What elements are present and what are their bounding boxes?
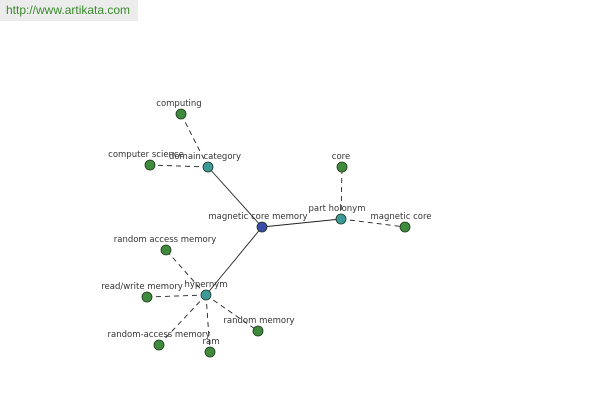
relation-label-part-holonym: part holonym xyxy=(309,204,366,214)
term-node-random-memory-icon[interactable] xyxy=(252,325,264,337)
term-node-read-write-memory-icon[interactable] xyxy=(141,291,153,303)
edge-hypernym-random-access-memory-1 xyxy=(165,249,207,296)
term-node-magnetic-core-icon[interactable] xyxy=(399,221,411,233)
term-label-ram: ram xyxy=(203,337,220,347)
edge-domain-category-computer-science xyxy=(149,164,209,168)
term-node-core-icon[interactable] xyxy=(336,161,348,173)
term-label-read-write-memory: read/write memory xyxy=(101,282,183,292)
relation-node-part-holonym-icon[interactable] xyxy=(335,213,347,225)
edge-hypernym-read-write-memory xyxy=(146,294,207,298)
source-link[interactable]: http://www.artikata.com xyxy=(6,3,131,17)
edge-part-holonym xyxy=(261,218,342,228)
center-node-magnetic-core-memory-icon[interactable] xyxy=(256,221,268,233)
term-label-random-access-memory-1: random access memory xyxy=(114,235,217,245)
center-label-magnetic-core-memory: magnetic core memory xyxy=(208,212,307,222)
relation-label-hypernym: hypernym xyxy=(184,280,227,290)
term-node-ram-icon[interactable] xyxy=(204,346,216,358)
edge-hypernym-random-access-memory-2 xyxy=(158,294,207,346)
term-node-computer-science-icon[interactable] xyxy=(144,159,156,171)
term-label-random-memory: random memory xyxy=(223,316,294,326)
edge-part-holonym-magnetic-core xyxy=(340,218,406,228)
relation-label-domain-category: domain category xyxy=(169,152,241,162)
term-label-computer-science: computer science xyxy=(108,150,184,160)
source-bar: http://www.artikata.com xyxy=(0,0,138,21)
term-node-random-access-memory-1-icon[interactable] xyxy=(160,244,172,256)
term-label-core: core xyxy=(332,152,350,162)
edge-domain-category xyxy=(207,166,263,228)
graph-nodes xyxy=(141,108,411,358)
term-label-computing: computing xyxy=(156,99,201,109)
term-label-random-access-memory-2: random-access memory xyxy=(108,330,211,340)
graph-edges xyxy=(146,113,406,353)
relation-node-hypernym-icon[interactable] xyxy=(200,289,212,301)
relation-node-domain-category-icon[interactable] xyxy=(202,161,214,173)
term-label-magnetic-core: magnetic core xyxy=(371,212,432,222)
edge-hypernym-ram xyxy=(205,294,211,353)
edge-hypernym-random-memory xyxy=(205,294,259,332)
term-node-random-access-memory-2-icon[interactable] xyxy=(153,339,165,351)
graph-labels: computing computer science core magnetic co… xyxy=(101,99,431,347)
term-node-computing-icon[interactable] xyxy=(175,108,187,120)
edge-domain-category-computing xyxy=(180,113,209,168)
edge-hypernym xyxy=(205,226,263,296)
